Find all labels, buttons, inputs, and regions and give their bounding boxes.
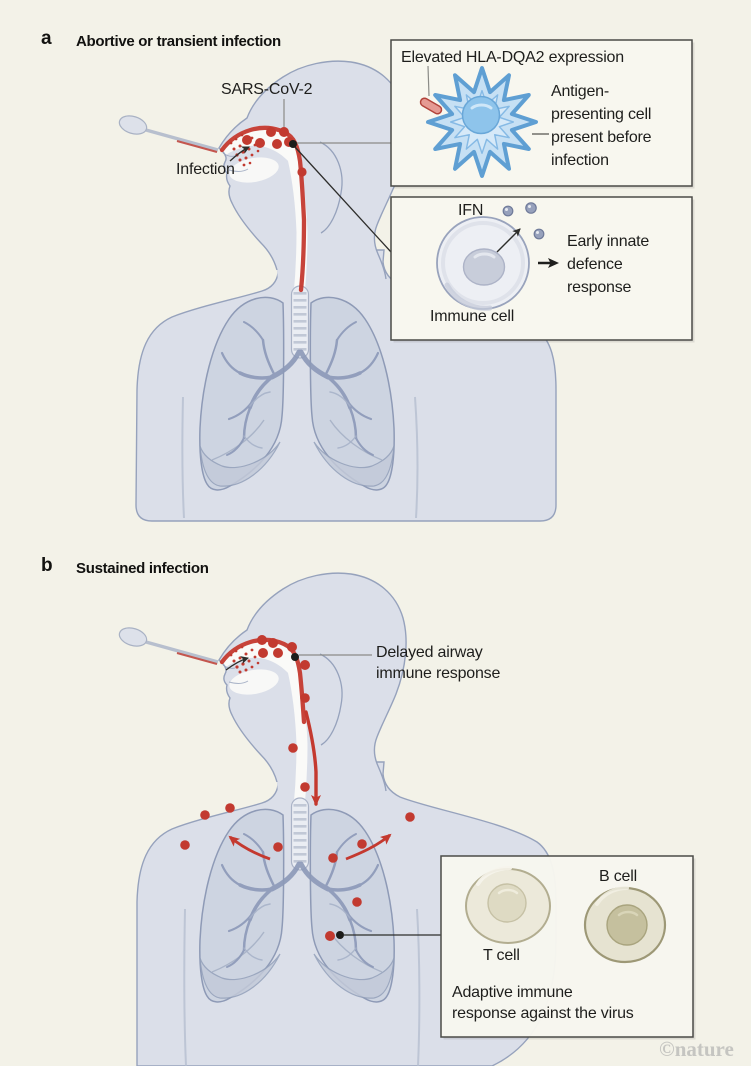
- airway-spread-arrow: [304, 710, 321, 806]
- chest-line-left-b: [183, 908, 187, 1066]
- panel-a-title: Abortive or transient infection: [76, 33, 281, 50]
- b-cell-icon: [583, 886, 667, 964]
- ifn-label: IFN: [458, 202, 484, 219]
- infection-pointer-arrow-b: [225, 656, 249, 671]
- t-cell-label: T cell: [483, 947, 520, 964]
- immune-cell-label: Immune cell: [430, 308, 515, 325]
- sars-cov2-label: SARS-CoV-2: [221, 81, 313, 98]
- apc-desc-line: presenting cell: [551, 106, 652, 123]
- hla-leader-line: [427, 65, 430, 97]
- lung-marker-dot: [336, 931, 344, 939]
- panel-b-label: b: [41, 555, 53, 576]
- virus-particles-b: [180, 635, 415, 907]
- nasal-swab-a: [118, 115, 219, 153]
- b-cell-label: B cell: [599, 868, 637, 885]
- apc-desc-line: present before: [551, 129, 652, 146]
- infection-path-a: [219, 125, 307, 293]
- immune-cell-icon: [436, 216, 530, 311]
- innate-response-text: Early innate defence response: [567, 230, 649, 299]
- virus-particles-a: [242, 127, 307, 177]
- innate-line: Early innate: [567, 233, 650, 250]
- infection-label: Infection: [176, 161, 235, 178]
- apc-nucleus: [461, 95, 501, 135]
- innate-line: response: [567, 279, 632, 296]
- nature-watermark: ©nature: [659, 1037, 734, 1061]
- chest-line-right-a: [414, 396, 419, 519]
- adaptive-line: response against the virus: [452, 1004, 634, 1022]
- hla-molecule-icon: [419, 97, 443, 115]
- throat-marker-dot-a: [289, 140, 297, 148]
- apc-box-description: Antigen- presenting cell present before …: [551, 80, 652, 172]
- innate-line: defence: [567, 256, 623, 273]
- panel-a-label: a: [41, 28, 52, 49]
- lung-virus-dot: [325, 931, 335, 941]
- apc-desc-line: Antigen-: [551, 83, 609, 100]
- dissemination-arrow-right: [345, 833, 392, 861]
- ifn-particles: [502, 202, 545, 240]
- chest-line-left-a: [181, 396, 185, 519]
- delayed-response-label: Delayed airway immune response: [376, 643, 500, 684]
- chest-line-right-b: [416, 908, 421, 1066]
- ifn-callout-leader: [294, 146, 392, 253]
- dissemination-arrow-left: [228, 835, 271, 861]
- adaptive-response-caption: Adaptive immune response against the vir…: [452, 983, 634, 1024]
- antigen-presenting-cell-icon: [426, 66, 538, 178]
- apc-box-title: Elevated HLA-DQA2 expression: [401, 49, 624, 66]
- apc-desc-line: infection: [551, 152, 609, 169]
- virus-spray-b: [229, 645, 260, 674]
- adaptive-line: Adaptive immune: [452, 984, 573, 1001]
- infection-pointer-arrow-a: [229, 146, 250, 162]
- delayed-line: immune response: [376, 664, 501, 682]
- swab-tip-b: [118, 627, 148, 647]
- swab-tip-a: [118, 115, 148, 135]
- t-cell-icon: [465, 866, 551, 944]
- delayed-line: Delayed airway: [376, 644, 483, 661]
- ifn-secretion-arrow: [496, 228, 521, 253]
- throat-marker-dot-b: [291, 653, 299, 661]
- nasal-swab-b: [118, 627, 219, 665]
- panel-b-title: Sustained infection: [76, 560, 209, 577]
